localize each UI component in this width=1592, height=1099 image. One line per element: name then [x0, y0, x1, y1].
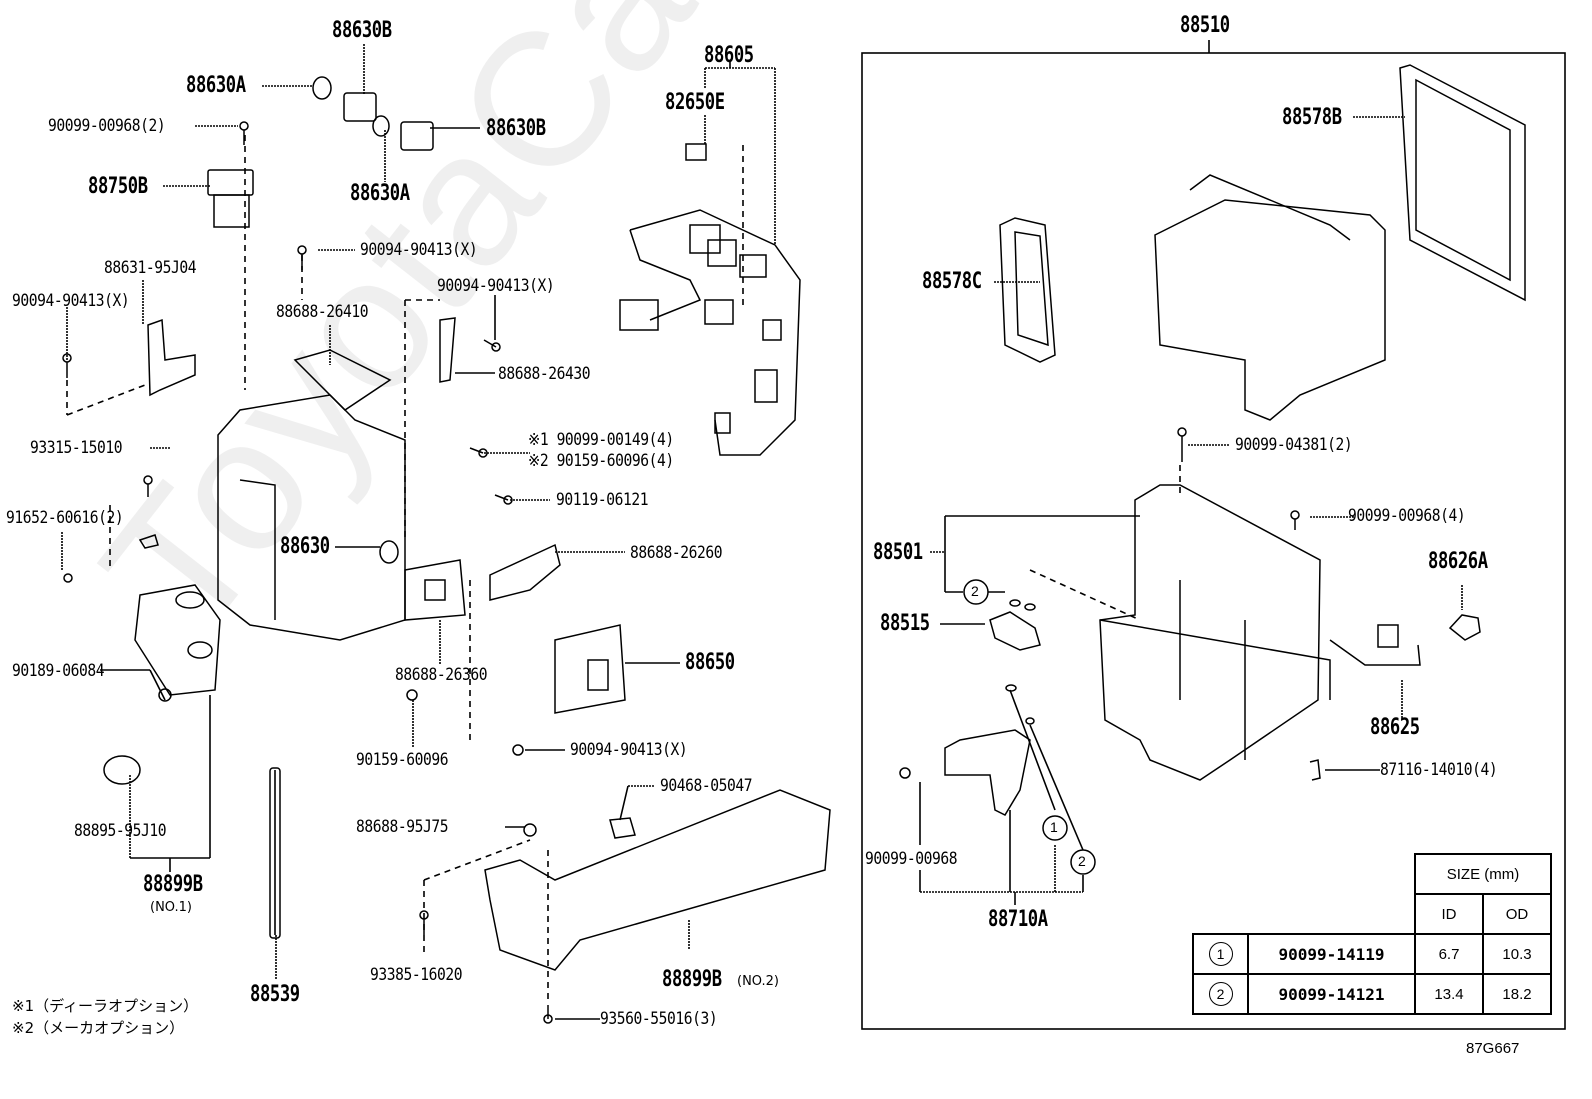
- part-label[interactable]: 90119-06121: [556, 490, 649, 510]
- row-od: 18.2: [1482, 973, 1552, 1015]
- oring-mark-1: [1042, 815, 1068, 841]
- row-part-number[interactable]: 90099-14121: [1247, 973, 1416, 1015]
- part-label[interactable]: 88650: [685, 650, 735, 675]
- part-label[interactable]: 93560-55016(3): [600, 1009, 718, 1029]
- row-id: 13.4: [1414, 973, 1484, 1015]
- part-label[interactable]: 90099-00968: [865, 849, 958, 869]
- oring-mark-1-label: 1: [1050, 819, 1058, 835]
- part-label[interactable]: ※2 90159-60096(4): [528, 451, 674, 471]
- size-table-header: SIZE (mm): [1414, 853, 1552, 895]
- part-label[interactable]: 88501: [873, 540, 923, 565]
- part-label[interactable]: 88710A: [988, 907, 1048, 932]
- part-label[interactable]: 88626A: [1428, 549, 1488, 574]
- part-label[interactable]: 88895-95J10: [74, 821, 167, 841]
- part-label[interactable]: 88688-26260: [630, 543, 723, 563]
- oring-size-table: SIZE (mm) ID OD 1 90099-14119 6.7 10.3 2…: [1192, 853, 1552, 1015]
- part-sublabel: (NO.2): [737, 974, 779, 989]
- part-label[interactable]: 88688-26360: [395, 665, 488, 685]
- oring-mark-2b: [1070, 849, 1096, 875]
- part-label[interactable]: 88631-95J04: [104, 258, 197, 278]
- oring-mark-2b-label: 2: [1078, 853, 1086, 869]
- part-label[interactable]: 90159-60096: [356, 750, 449, 770]
- part-label[interactable]: 87116-14010(4): [1380, 760, 1498, 780]
- part-label[interactable]: 90189-06084: [12, 661, 105, 681]
- oring-mark-2-label: 2: [971, 583, 979, 599]
- part-label[interactable]: 90094-90413(X): [570, 740, 688, 760]
- part-label[interactable]: 88515: [880, 611, 930, 636]
- part-label[interactable]: 88630A: [186, 73, 246, 98]
- footnote-2: ※2（メーカオプション）: [12, 1019, 185, 1037]
- size-table-col-id: ID: [1414, 893, 1484, 935]
- part-label[interactable]: 90099-00968(4): [1348, 506, 1466, 526]
- row-od: 10.3: [1482, 933, 1552, 975]
- part-label[interactable]: 82650E: [665, 90, 725, 115]
- part-label[interactable]: 90094-90413(X): [437, 276, 555, 296]
- assembly-88510-frame: [861, 52, 1566, 1030]
- row-id: 6.7: [1414, 933, 1484, 975]
- part-label[interactable]: 88630B: [486, 116, 546, 141]
- part-label[interactable]: 88625: [1370, 715, 1420, 740]
- row-mark: 2: [1208, 982, 1233, 1006]
- figure-number: 87G667: [1466, 1040, 1520, 1057]
- part-label[interactable]: 90094-90413(X): [12, 291, 130, 311]
- part-label[interactable]: ※1 90099-00149(4): [528, 430, 674, 450]
- part-sublabel: (NO.1): [150, 900, 192, 915]
- row-mark: 1: [1208, 942, 1233, 966]
- part-label[interactable]: 90094-90413(X): [360, 240, 478, 260]
- part-label[interactable]: 88688-26430: [498, 364, 591, 384]
- part-label[interactable]: 91652-60616(2): [6, 508, 124, 528]
- row-part-number[interactable]: 90099-14119: [1247, 933, 1416, 975]
- part-label[interactable]: 88899B: [143, 872, 203, 897]
- part-label[interactable]: 88630A: [350, 181, 410, 206]
- part-label[interactable]: 90099-04381(2): [1235, 435, 1353, 455]
- part-label[interactable]: 88688-95J75: [356, 817, 449, 837]
- size-table-col-od: OD: [1482, 893, 1552, 935]
- part-label[interactable]: 90099-00968(2): [48, 116, 166, 136]
- part-label[interactable]: 93385-16020: [370, 965, 463, 985]
- oring-mark-2: [963, 579, 989, 605]
- part-label[interactable]: 88578B: [1282, 105, 1342, 130]
- part-label[interactable]: 90468-05047: [660, 776, 753, 796]
- part-label[interactable]: 93315-15010: [30, 438, 123, 458]
- part-label[interactable]: 88510: [1180, 13, 1230, 38]
- part-label[interactable]: 88630B: [332, 18, 392, 43]
- part-label[interactable]: 88539: [250, 982, 300, 1007]
- table-row: 1 90099-14119 6.7 10.3: [1192, 933, 1552, 975]
- part-label[interactable]: 88578C: [922, 269, 982, 294]
- part-label[interactable]: 88899B: [662, 967, 722, 992]
- part-label[interactable]: 88688-26410: [276, 302, 369, 322]
- part-label[interactable]: 88630: [280, 534, 330, 559]
- table-row: 2 90099-14121 13.4 18.2: [1192, 973, 1552, 1015]
- part-label[interactable]: 88605: [704, 43, 754, 68]
- footnote-1: ※1（ディーラオプション）: [12, 997, 199, 1015]
- part-label[interactable]: 88750B: [88, 174, 148, 199]
